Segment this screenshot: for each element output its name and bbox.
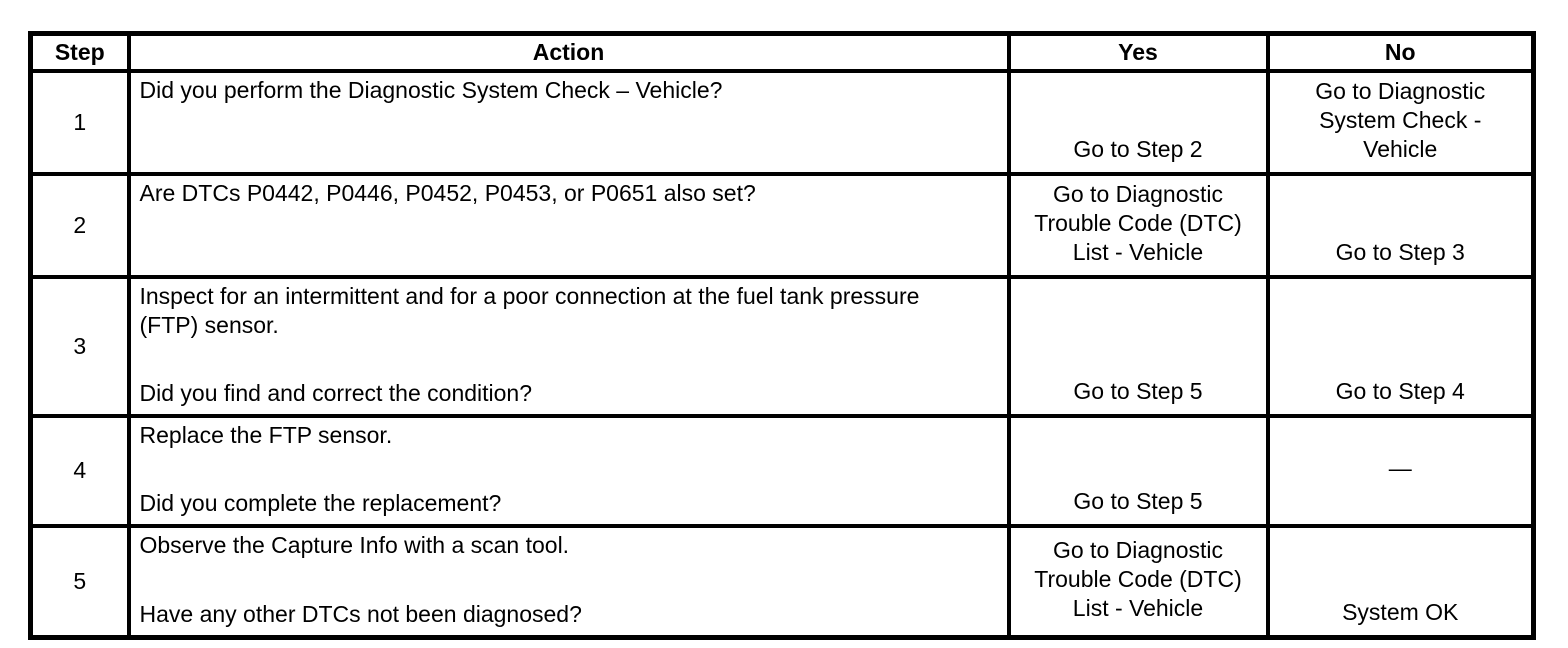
no-cell: Go to Step 3 bbox=[1265, 171, 1536, 279]
no-cell-dash: — bbox=[1265, 413, 1536, 528]
table-row-2: 2 Are DTCs P0442, P0446, P0452, P0453, o… bbox=[28, 171, 1536, 279]
header-cell-yes: Yes bbox=[1006, 31, 1270, 73]
table-row-1: 1 Did you perform the Diagnostic System … bbox=[28, 68, 1536, 176]
action-cell: Are DTCs P0442, P0446, P0452, P0453, or … bbox=[126, 171, 1011, 279]
action-question: Did you complete the replacement? bbox=[139, 489, 502, 516]
header-cell-no: No bbox=[1265, 31, 1536, 73]
no-cell: Go to Step 4 bbox=[1265, 274, 1536, 418]
yes-cell: Go to Step 2 bbox=[1006, 68, 1270, 176]
action-text: Are DTCs P0442, P0446, P0452, P0453, or … bbox=[139, 179, 756, 206]
header-cell-action: Action bbox=[126, 31, 1011, 73]
yes-cell: Go to Diagnostic Trouble Code (DTC) List… bbox=[1006, 171, 1270, 279]
step-cell: 5 bbox=[28, 523, 131, 640]
action-question: Did you find and correct the condition? bbox=[139, 379, 533, 406]
action-cell: Inspect for an intermittent and for a po… bbox=[126, 274, 1011, 418]
diagnostic-step-table: Step Action Yes No 1 Did you perform the… bbox=[28, 31, 1536, 640]
action-text: Inspect for an intermittent and for a po… bbox=[139, 282, 920, 338]
no-cell: Go to Diagnostic System Check - Vehicle bbox=[1265, 68, 1536, 176]
action-text: Replace the FTP sensor. bbox=[139, 421, 393, 448]
yes-cell: Go to Step 5 bbox=[1006, 413, 1270, 528]
action-text: Did you perform the Diagnostic System Ch… bbox=[139, 76, 723, 103]
step-cell: 1 bbox=[28, 68, 131, 176]
action-question: Have any other DTCs not been diagnosed? bbox=[139, 601, 582, 627]
header-cell-step: Step bbox=[28, 31, 131, 73]
table-row-5: 5 Observe the Capture Info with a scan t… bbox=[28, 523, 1536, 640]
step-cell: 3 bbox=[28, 274, 131, 418]
no-cell: System OK bbox=[1265, 523, 1536, 640]
yes-cell: Go to Diagnostic Trouble Code (DTC) List… bbox=[1006, 523, 1270, 640]
yes-cell: Go to Step 5 bbox=[1006, 274, 1270, 418]
table-row-4: 4 Replace the FTP sensor. Did you comple… bbox=[28, 413, 1536, 528]
action-cell: Did you perform the Diagnostic System Ch… bbox=[126, 68, 1011, 176]
action-text: Observe the Capture Info with a scan too… bbox=[139, 531, 570, 558]
table-row-3: 3 Inspect for an intermittent and for a … bbox=[28, 274, 1536, 418]
action-cell: Observe the Capture Info with a scan too… bbox=[126, 523, 1011, 640]
step-cell: 2 bbox=[28, 171, 131, 279]
action-cell: Replace the FTP sensor. Did you complete… bbox=[126, 413, 1011, 528]
step-cell: 4 bbox=[28, 413, 131, 528]
header-row: Step Action Yes No bbox=[28, 31, 1536, 73]
